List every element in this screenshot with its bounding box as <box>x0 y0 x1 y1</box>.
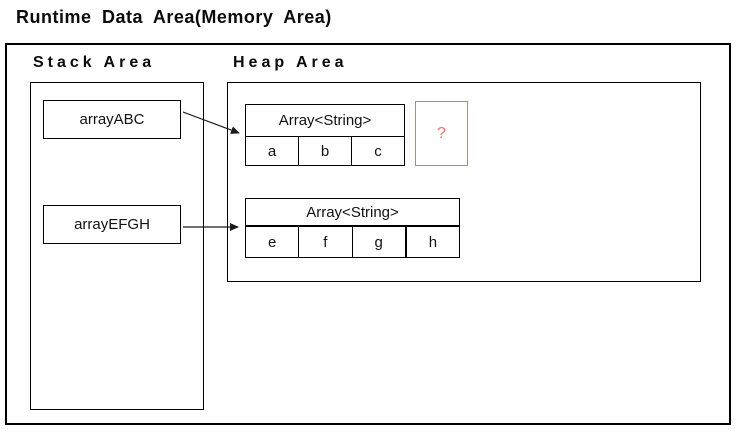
array-abc-type-label: Array<String> <box>245 104 405 137</box>
array-cell: c <box>351 137 404 165</box>
array-cell: b <box>298 137 351 165</box>
array-efgh-type-label: Array<String> <box>245 198 460 227</box>
runtime-data-area-box: Stack Area Heap Area arrayABC arrayEFGH … <box>5 43 731 425</box>
array-efgh-cells: e f g h <box>245 227 460 258</box>
array-abc-cells: a b c <box>245 137 405 166</box>
stack-area-box: arrayABC arrayEFGH <box>30 82 204 410</box>
array-cell: a <box>267 142 277 160</box>
stack-var-arrayabc: arrayABC <box>43 100 181 139</box>
array-cell: g <box>351 227 405 257</box>
heap-area-label: Heap Area <box>233 54 348 71</box>
array-cell: e <box>267 233 277 251</box>
heap-array-efgh: Array<String> e f g h <box>245 198 460 258</box>
diagram-title: Runtime Data Area(Memory Area) <box>16 7 332 27</box>
question-mark-label: ? <box>437 124 446 142</box>
array-cell: f <box>298 227 351 257</box>
array-cell: h <box>404 227 459 257</box>
heap-area-box: Array<String> a b c ? Array<String> e f … <box>227 82 701 282</box>
stack-area-label: Stack Area <box>33 54 156 71</box>
unknown-reference-box: ? <box>415 101 468 166</box>
stack-var-arrayefgh: arrayEFGH <box>43 205 181 244</box>
heap-array-abc: Array<String> a b c <box>245 104 405 166</box>
